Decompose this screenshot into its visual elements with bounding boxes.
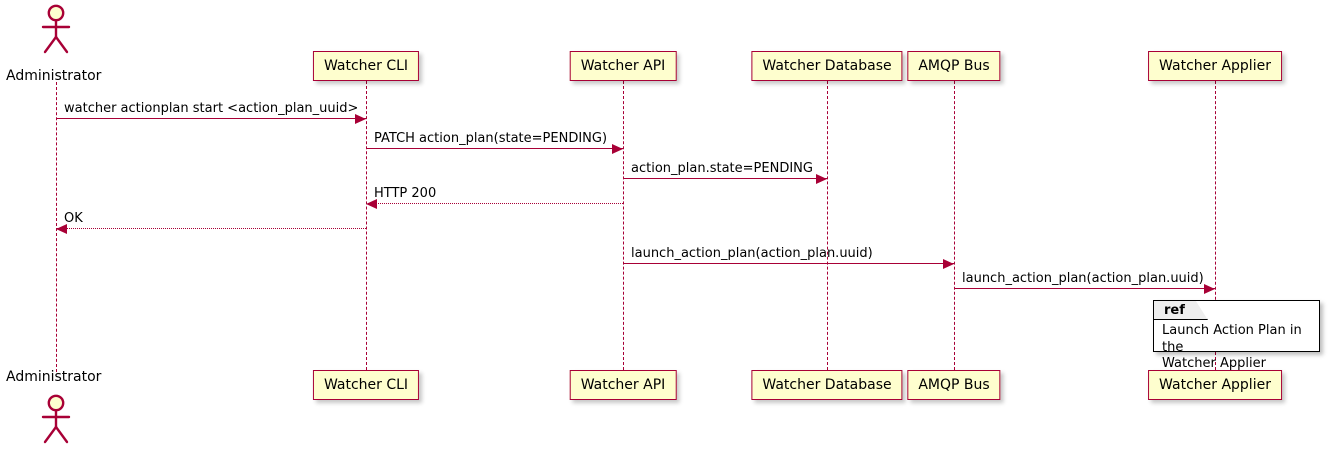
participant-watcher-database-top[interactable]: Watcher Database [751, 51, 903, 81]
ref-fragment-keyword: ref [1154, 301, 1208, 320]
message-arrowhead-msg-5 [56, 224, 67, 234]
message-arrowhead-msg-7 [1204, 284, 1215, 294]
participant-label-administrator-bottom: Administrator [6, 369, 102, 385]
message-arrowhead-msg-6 [943, 259, 954, 269]
message-label-msg-7: launch_action_plan(action_plan.uuid) [962, 271, 1204, 286]
message-label-msg-5: OK [64, 211, 83, 226]
message-arrowhead-msg-2 [612, 144, 623, 154]
actor-figure-administrator-top [32, 4, 80, 60]
message-line-msg-1 [56, 118, 366, 119]
message-arrowhead-msg-4 [366, 199, 377, 209]
message-line-msg-3 [623, 178, 827, 179]
participant-watcher-api-top[interactable]: Watcher API [569, 51, 677, 81]
message-label-msg-2: PATCH action_plan(state=PENDING) [374, 131, 608, 146]
participant-watcher-applier-top[interactable]: Watcher Applier [1148, 51, 1282, 81]
message-label-msg-4: HTTP 200 [374, 186, 437, 201]
message-line-msg-5 [56, 228, 366, 229]
participant-watcher-database-bottom[interactable]: Watcher Database [751, 370, 903, 400]
lifeline-watcher-cli [366, 81, 367, 370]
participant-watcher-api-bottom[interactable]: Watcher API [569, 370, 677, 400]
message-label-msg-1: watcher actionplan start <action_plan_uu… [64, 101, 359, 116]
lifeline-watcher-api [623, 81, 624, 370]
participant-amqp-bus-top[interactable]: AMQP Bus [907, 51, 1001, 81]
participant-label-administrator-top: Administrator [6, 68, 102, 84]
message-line-msg-2 [366, 148, 623, 149]
participant-watcher-cli-top[interactable]: Watcher CLI [312, 51, 420, 81]
lifeline-watcher-database [827, 81, 828, 370]
actor-figure-administrator-bottom [32, 394, 80, 450]
ref-fragment-text-line2: Watcher Applier [1162, 356, 1266, 372]
lifeline-amqp-bus [954, 81, 955, 370]
lifeline-watcher-applier [1215, 81, 1216, 370]
message-arrowhead-msg-1 [355, 114, 366, 124]
message-line-msg-7 [954, 288, 1215, 289]
participant-amqp-bus-bottom[interactable]: AMQP Bus [907, 370, 1001, 400]
participant-watcher-applier-bottom[interactable]: Watcher Applier [1148, 370, 1282, 400]
message-line-msg-4 [366, 203, 623, 204]
message-label-msg-6: launch_action_plan(action_plan.uuid) [631, 246, 873, 261]
ref-fragment-text-line1: Launch Action Plan in the [1162, 323, 1302, 355]
participant-watcher-cli-bottom[interactable]: Watcher CLI [312, 370, 420, 400]
message-line-msg-6 [623, 263, 954, 264]
message-arrowhead-msg-3 [816, 174, 827, 184]
message-label-msg-3: action_plan.state=PENDING [631, 161, 813, 176]
